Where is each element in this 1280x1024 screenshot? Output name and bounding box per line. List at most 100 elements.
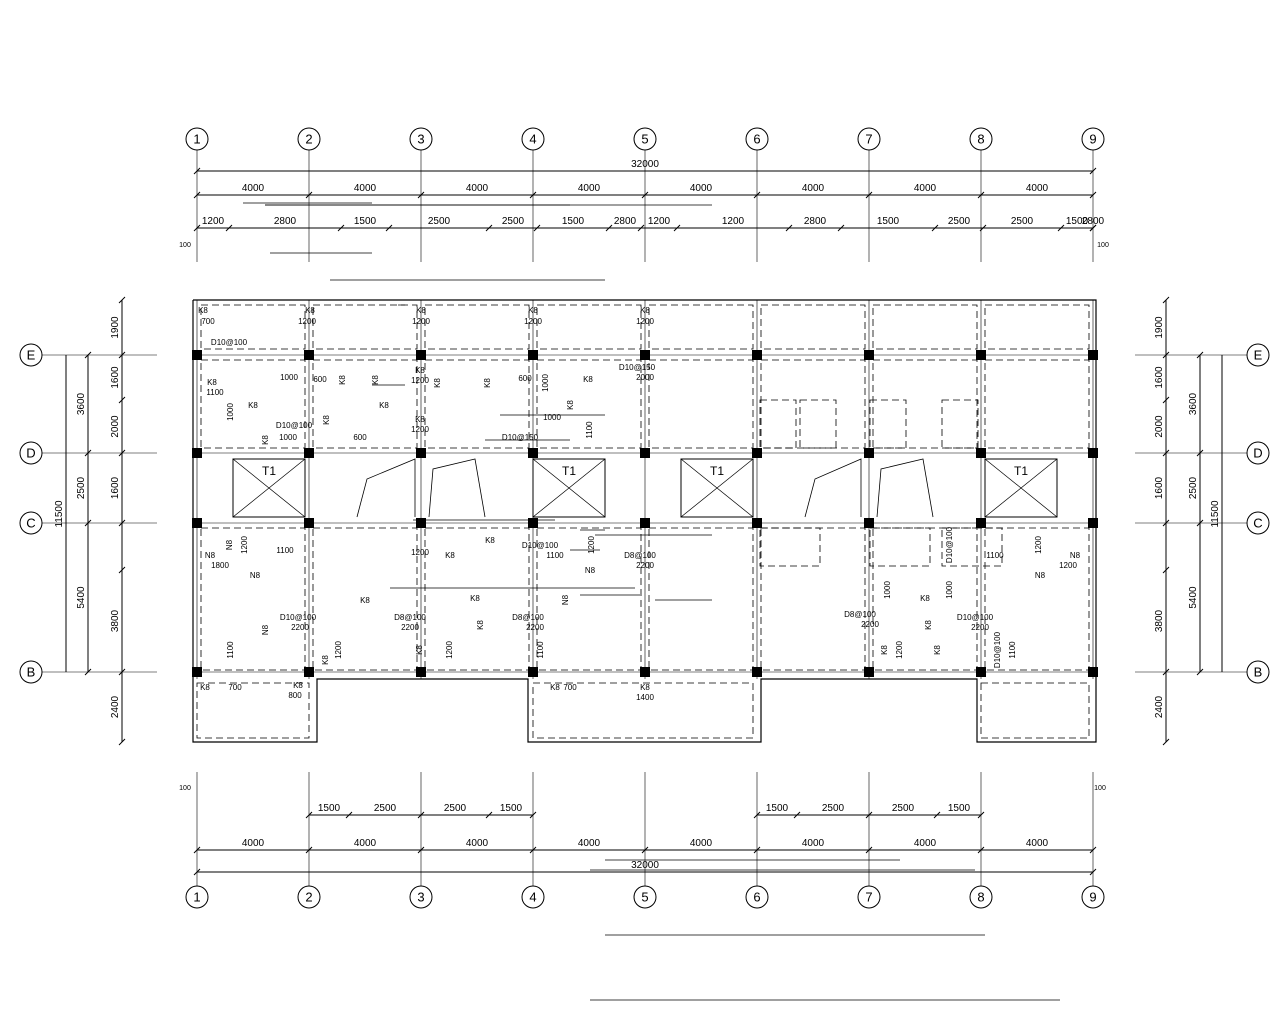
dim-tick [485, 224, 493, 232]
rebar-note: 1200 [636, 317, 654, 326]
rebar-note: 1200 [1059, 561, 1077, 570]
dim-tick [529, 191, 537, 199]
dim-tick [1162, 738, 1170, 746]
slab-top-4 [536, 304, 642, 350]
slab-small-1 [869, 527, 931, 567]
stair-label: T1 [1014, 464, 1028, 478]
dim-value: 1200 [648, 216, 671, 227]
rebar-note: D8@100 [844, 610, 876, 619]
column-7C [864, 518, 874, 528]
dim-tick [84, 519, 92, 527]
slab-ED-5 [648, 359, 754, 449]
slab-wing-center [532, 682, 754, 739]
dim-value: 2500 [822, 803, 845, 814]
column-5D [640, 448, 650, 458]
dim-tick [933, 811, 941, 819]
rebar-note-vertical: K8 [321, 655, 330, 665]
slab-mid-0 [759, 399, 797, 449]
slab-ED-3 [424, 359, 530, 449]
rebar-note-vertical: 1100 [585, 421, 594, 439]
slab-wing-right [980, 682, 1090, 739]
rebar-note: 1100 [546, 551, 564, 560]
dim-tick [865, 846, 873, 854]
rebar-note-vertical: 1000 [945, 581, 954, 599]
dim-value: 2500 [1011, 216, 1034, 227]
stair-cross [680, 458, 754, 518]
dim-value: 1500 [354, 216, 377, 227]
rebar-note: K8 [640, 683, 650, 692]
axis-left-B-label: B [27, 665, 36, 680]
rebar-note: K8 [293, 681, 303, 690]
dim-value: 2800 [804, 216, 827, 227]
dim-tick [118, 566, 126, 574]
dim-tick [641, 191, 649, 199]
dim-value: 2500 [444, 803, 467, 814]
stair-cross [984, 458, 1058, 518]
rebar-note: 800 [288, 691, 302, 700]
rebar-note: K8 [360, 596, 370, 605]
column-5B [640, 667, 650, 677]
dim-value: 1500 [766, 803, 789, 814]
rebar-note: D10@100 [211, 338, 248, 347]
edge-note-top-left: 100 [179, 242, 191, 249]
dim-tick [1162, 668, 1170, 676]
dim-value: 4000 [466, 838, 489, 849]
column-1B [192, 667, 202, 677]
dim-tick [1089, 846, 1097, 854]
axis-top-5-label: 5 [641, 132, 648, 147]
rebar-note-vertical: K8 [566, 400, 575, 410]
axis-right-E-label: E [1254, 348, 1263, 363]
edge-note-top-right: 100 [1097, 242, 1109, 249]
rebar-note: 2200 [861, 620, 879, 629]
column-9E [1088, 350, 1098, 360]
axis-right-C-label: C [1253, 516, 1262, 531]
stair-label: T1 [262, 464, 276, 478]
slab-top-6 [760, 304, 866, 350]
dim-tick [637, 224, 645, 232]
rebar-note: 600 [353, 433, 367, 442]
dim-tick [193, 191, 201, 199]
column-4D [528, 448, 538, 458]
column-3C [416, 518, 426, 528]
dim-tick [193, 868, 201, 876]
column-1E [192, 350, 202, 360]
dim-tick [1162, 449, 1170, 457]
column-6B [752, 667, 762, 677]
stair-box-2 [532, 458, 606, 518]
rebar-note: N8 [205, 551, 216, 560]
dim-tick [1162, 351, 1170, 359]
dim-value: 5400 [76, 586, 87, 609]
dim-tick [931, 224, 939, 232]
dim-tick [1196, 449, 1204, 457]
dim-value: 2500 [1188, 476, 1199, 499]
dim-value: 4000 [1026, 838, 1049, 849]
dim-tick [118, 296, 126, 304]
dim-tick [1196, 519, 1204, 527]
dim-value: 1500 [877, 216, 900, 227]
dim-value: 2400 [1154, 695, 1165, 718]
slab-CB-5 [648, 527, 754, 671]
column-6C [752, 518, 762, 528]
dim-value: 4000 [914, 838, 937, 849]
slab-ED-1 [200, 359, 306, 449]
rebar-note: K8 [207, 378, 217, 387]
dim-value: 1500 [500, 803, 523, 814]
dim-value: 3800 [1154, 609, 1165, 632]
dim-tick [385, 224, 393, 232]
dim-value: 1600 [1154, 476, 1165, 499]
rebar-note: 1000 [543, 413, 561, 422]
dim-value: 4000 [578, 838, 601, 849]
rebar-note: N8 [1070, 551, 1081, 560]
rebar-note: D10@150 [502, 433, 539, 442]
dim-tick [118, 738, 126, 746]
column-6D [752, 448, 762, 458]
dim-tick [1089, 167, 1097, 175]
axis-right-B-label: B [1254, 665, 1263, 680]
column-7B [864, 667, 874, 677]
rebar-note-vertical: 1000 [883, 581, 892, 599]
slab-ED-4 [536, 359, 642, 449]
stair-cross [532, 458, 606, 518]
dim-value: 2800 [614, 216, 637, 227]
rebar-note: 1200 [412, 317, 430, 326]
slab-top-7 [872, 304, 978, 350]
